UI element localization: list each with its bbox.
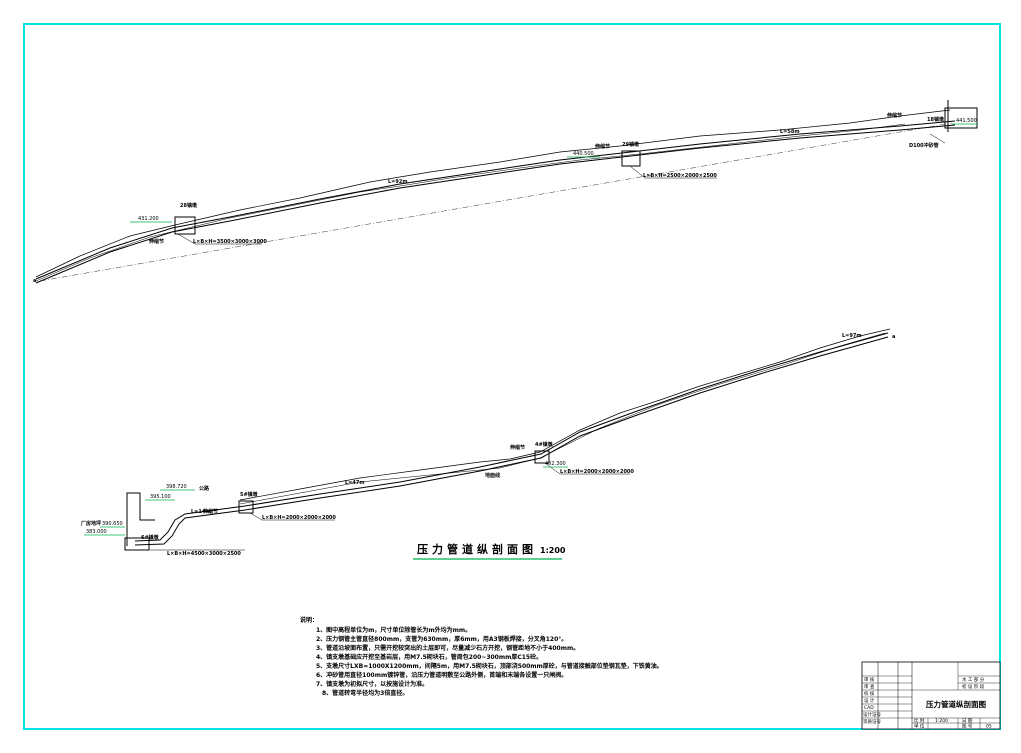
lower-pipe-bottom bbox=[134, 336, 889, 546]
upper-ground-line-2 bbox=[35, 123, 906, 282]
upper-profile: 28镇墩 L×B×H=3500×3000×3000 伸缩节 431.200 L=… bbox=[33, 100, 978, 284]
elev-398: 398.720 bbox=[166, 484, 187, 490]
anchor-5-dim: L×B×H=2000×2000×2000 bbox=[262, 515, 336, 521]
upper-pipe-axis bbox=[39, 122, 953, 282]
tb-org-2: 初 设 阶 段 bbox=[962, 683, 985, 690]
upper-end-mark: a bbox=[33, 278, 36, 284]
drawing-title: 压力管道纵剖面图 bbox=[417, 542, 537, 556]
title-block: 审 核 审 查 校 核 设 计 CAD 设计证号 资质证号 水 工 部 分 初 … bbox=[861, 661, 1001, 730]
lower-pipe-top bbox=[134, 332, 889, 542]
anchor-4 bbox=[534, 450, 550, 464]
lower-profile: 4#镇墩 伸缩节 L×B×H=2000×2000×2000 402.300 地面… bbox=[81, 328, 895, 557]
elev-431: 431.200 bbox=[138, 216, 159, 222]
lower-joint-label-2: 伸缩节 bbox=[202, 508, 218, 515]
lower-ground-line-2 bbox=[239, 332, 886, 505]
anchor-6 bbox=[124, 537, 150, 551]
upper-pipe-top bbox=[35, 120, 956, 280]
anchor-5-leader bbox=[249, 512, 263, 521]
upper-pipe-bottom bbox=[35, 124, 956, 284]
anchor-28-dim: L×B×H=3500×3000×3000 bbox=[193, 239, 267, 245]
tb-row-3: 校 核 bbox=[864, 690, 875, 697]
notes-heading: 说明： bbox=[300, 616, 318, 624]
note-5: 5、支墩尺寸LXB=1000X1200mm，间隔5m，用M7.5砌块石，顶部浇5… bbox=[316, 662, 663, 670]
upper-length-right: L=58m bbox=[780, 129, 800, 135]
tb-row-2: 审 查 bbox=[864, 683, 875, 690]
anchor-6-label: 6#镇墩 bbox=[141, 534, 160, 541]
elev-440: 440.500 bbox=[573, 151, 594, 157]
anchor-28-leader bbox=[177, 233, 196, 245]
lower-end-mark: a bbox=[892, 334, 895, 340]
tb-row-4: 设 计 bbox=[864, 697, 875, 704]
plant-floor-label: 厂房地坪 bbox=[81, 520, 101, 527]
note-4: 4、镇支墩基础应开挖至基岩层，用M7.5砌块石，管周包200~300mm厚C15… bbox=[316, 653, 542, 661]
tb-scale-value: 1:200 bbox=[935, 718, 948, 724]
road-label: 公路 bbox=[199, 485, 210, 492]
tb-chart-label: 图 号 bbox=[962, 724, 973, 730]
tb-drawing-name: 压力管道纵剖面图 bbox=[926, 699, 986, 709]
elev-390: 390.650 bbox=[102, 521, 123, 527]
anchor-28 bbox=[174, 216, 196, 235]
upper-length-mid: L=92m bbox=[388, 179, 408, 185]
anchor-18-label: 18镇墩 bbox=[927, 116, 945, 123]
tb-row-6: 设计证号 bbox=[863, 711, 881, 718]
note-6: 6、冲砂管用直径100mm镀锌管，沿压力管道明敷至公路外侧，首端和末端各设置一只… bbox=[316, 671, 567, 679]
lower-ground-line bbox=[239, 328, 891, 501]
lower-length-small: L=14m bbox=[191, 509, 211, 515]
upper-joint-label-1: 伸缩节 bbox=[148, 238, 164, 245]
note-3: 3、管道沿坡面布置，只需开挖较突出的土层即可，尽量减少石方开挖，钢管距地不小于4… bbox=[316, 644, 579, 652]
anchor-29 bbox=[621, 150, 641, 167]
title-block-frame bbox=[861, 661, 1001, 730]
tb-chart-no: 05 bbox=[986, 724, 992, 730]
notes-block: 说明： 1、图中高程单位为m，尺寸单位除管长为m外均为mm。 2、压力钢管主管直… bbox=[300, 616, 663, 697]
elev-441: 441.500 bbox=[956, 118, 977, 124]
anchor-4-dim: L×B×H=2000×2000×2000 bbox=[560, 469, 634, 475]
tb-row-7: 资质证号 bbox=[863, 718, 881, 725]
flush-pipe-label: D100冲砂管 bbox=[909, 142, 939, 149]
lower-length-mid: L=47m bbox=[345, 480, 365, 486]
tb-date-label: 日 期 bbox=[962, 718, 973, 724]
anchor-4-label: 4#镇墩 bbox=[535, 441, 554, 448]
anchor-29-dim: L×B×H=2500×2000×2500 bbox=[643, 173, 717, 179]
elev-383: 383.000 bbox=[86, 529, 107, 535]
anchor-29-leader bbox=[629, 165, 646, 179]
anchor-6-dim: L×B×H=4500×3000×2500 bbox=[167, 551, 241, 557]
tb-row-5: CAD bbox=[864, 705, 874, 711]
tb-row-1: 审 核 bbox=[864, 676, 875, 683]
anchor-28-label: 28镇墩 bbox=[180, 202, 198, 209]
upper-joint-label-3: 伸缩节 bbox=[886, 112, 902, 119]
drawing-scale: 1:200 bbox=[540, 546, 566, 555]
upper-joint-label-2: 伸缩节 bbox=[594, 143, 610, 150]
sheet-frame bbox=[23, 23, 1001, 730]
tb-unit-label: 单 位 bbox=[914, 723, 925, 730]
note-1: 1、图中高程单位为m，尺寸单位除管长为m外均为mm。 bbox=[316, 626, 471, 634]
note-2: 2、压力钢管主管直径800mm，支管为630mm，厚6mm，用A3钢板焊接，分叉… bbox=[316, 635, 567, 643]
lower-joint-label-1: 伸缩节 bbox=[509, 444, 525, 451]
flush-pipe-leader bbox=[929, 133, 946, 144]
tb-scale-label: 比 例 bbox=[914, 717, 925, 724]
upper-ground-line bbox=[35, 109, 951, 278]
anchor-29-label: 29镇墩 bbox=[622, 141, 640, 148]
elev-395: 395.100 bbox=[150, 494, 171, 500]
ground-line-label: 地面线 bbox=[485, 472, 500, 479]
anchor-5 bbox=[238, 500, 254, 514]
note-8: 8、管道转弯半径均为3倍直径。 bbox=[322, 689, 408, 697]
anchor-18 bbox=[944, 107, 978, 129]
plant-wall bbox=[126, 492, 155, 546]
lower-length-top: L=97m bbox=[842, 333, 862, 339]
tb-org-1: 水 工 部 分 bbox=[962, 676, 985, 683]
anchor-5-label: 5#镇墩 bbox=[240, 491, 259, 498]
anchor-4-leader bbox=[544, 462, 561, 475]
elev-402: 402.300 bbox=[545, 461, 566, 467]
note-7: 7、镇支墩为初拟尺寸，以按施设计为准。 bbox=[316, 680, 428, 688]
